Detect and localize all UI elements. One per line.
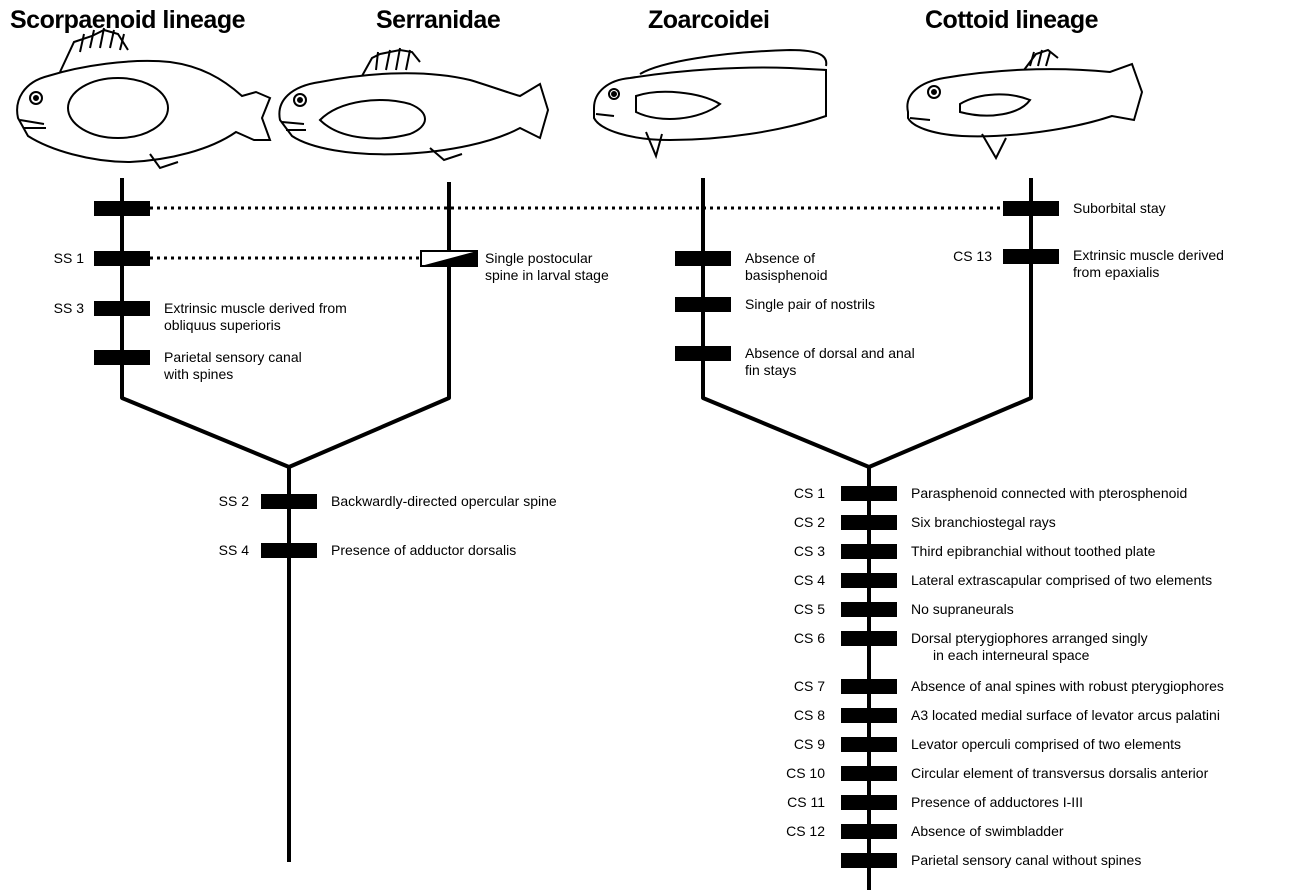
header-cottoid: Cottoid lineage [925,6,1099,34]
fish-cottoid-illustration [906,48,1144,161]
branch-cottoid [868,178,1033,469]
label-zoar-finstays: Absence of dorsal and anal fin stays [745,345,915,379]
character-bars [94,201,1059,868]
label-cs7: Absence of anal spines with robust ptery… [911,678,1224,694]
code-cs4: CS 4 [793,572,825,588]
bar-cs9 [841,737,897,752]
code-ss4: SS 4 [218,542,249,558]
bar-scorp-parietal [94,350,150,365]
bar-cs13 [1003,249,1059,264]
header-zoarcoidei: Zoarcoidei [648,6,770,34]
label-cs1: Parasphenoid connected with pterosphenoi… [911,485,1188,501]
label-zoar-finstays-line2: fin stays [745,362,797,378]
code-cs12: CS 12 [786,823,825,839]
label-cs6-line2: in each interneural space [933,647,1090,663]
label-cs5: No supraneurals [911,601,1014,617]
bar-cs-parietal [841,853,897,868]
bar-ss2 [261,494,317,509]
bar-cs12 [841,824,897,839]
bar-ss4 [261,543,317,558]
label-ss3-line1: Extrinsic muscle derived from [164,300,347,316]
label-cs13: Extrinsic muscle derived from epaxialis [1073,247,1224,281]
label-serranidae-line2: spine in larval stage [485,267,609,283]
bar-cs11 [841,795,897,810]
label-cs11: Presence of adductores I-III [911,794,1083,810]
bar-scorp-suborbital [94,201,150,216]
fish-zoarcoidei-illustration [593,48,828,160]
label-zoar-basisphenoid-line2: basisphenoid [745,267,828,283]
label-cs6: Dorsal pterygiophores arranged singly in… [911,630,1148,664]
header-serranidae: Serranidae [376,6,501,34]
code-cs8: CS 8 [793,707,825,723]
label-zoar-nostrils-line1: Single pair of nostrils [745,296,875,312]
bar-cs6 [841,631,897,646]
label-cs9: Levator operculi comprised of two elemen… [911,736,1182,752]
label-cs13-line1: Extrinsic muscle derived [1073,247,1224,263]
label-ss2: Backwardly-directed opercular spine [331,493,557,509]
label-zoar-basisphenoid: Absence of basisphenoid [745,250,828,284]
header-scorpaenoid: Scorpaenoid lineage [10,6,246,34]
code-cs7: CS 7 [793,678,825,694]
code-cs6: CS 6 [793,630,825,646]
fish-scorpaenoid-illustration [16,27,272,170]
bar-cs4 [841,573,897,588]
code-ss2: SS 2 [218,493,249,509]
code-cs1: CS 1 [793,485,825,501]
label-scorp-parietal-line1: Parietal sensory canal [164,349,302,365]
label-ss4: Presence of adductor dorsalis [331,542,517,558]
tree-lines [120,178,1033,890]
label-suborbital-stay: Suborbital stay [1073,200,1166,216]
code-cs9: CS 9 [793,736,825,752]
label-cs10: Circular element of transversus dorsalis… [911,765,1209,781]
bar-cs8 [841,708,897,723]
code-ss1: SS 1 [53,250,84,266]
bar-zoar-basisphenoid [675,251,731,266]
label-cs6-line1: Dorsal pterygiophores arranged singly [911,630,1148,646]
code-cs10: CS 10 [786,765,825,781]
label-serranidae-line1: Single postocular [485,250,593,266]
bar-cs10 [841,766,897,781]
label-scorp-parietal-line2: with spines [164,366,234,382]
bar-cs5 [841,602,897,617]
dotted-lines [150,206,1003,260]
label-zoar-basisphenoid-line1: Absence of [745,250,816,266]
bar-cs3 [841,544,897,559]
code-cs2: CS 2 [793,514,825,530]
code-cs11: CS 11 [787,794,825,810]
code-ss3: SS 3 [53,300,84,316]
bar-cottoid-suborbital [1003,201,1059,216]
label-cs4: Lateral extrascapular comprised of two e… [911,572,1213,588]
label-zoar-nostrils: Single pair of nostrils [745,296,875,313]
label-cs3: Third epibranchial without toothed plate [911,543,1156,559]
label-zoar-finstays-line1: Absence of dorsal and anal [745,345,915,361]
bar-cs7 [841,679,897,694]
code-cs13: CS 13 [953,248,992,264]
bar-cs1 [841,486,897,501]
label-ss3-line2: obliquus superioris [164,317,281,333]
bar-zoar-nostrils [675,297,731,312]
bar-cs2 [841,515,897,530]
label-cs12: Absence of swimbladder [911,823,1064,839]
bar-zoar-finstays [675,346,731,361]
bar-ss3 [94,301,150,316]
branch-zoarcoidei [701,178,870,469]
code-cs3: CS 3 [793,543,825,559]
code-cs5: CS 5 [793,601,825,617]
label-cs2: Six branchiostegal rays [911,514,1056,530]
label-scorp-parietal: Parietal sensory canal with spines [164,349,302,383]
label-serranidae-postocular: Single postocular spine in larval stage [485,250,609,284]
label-ss3: Extrinsic muscle derived from obliquus s… [164,300,347,334]
bar-serranidae-postocular [420,250,478,267]
fish-serranidae-illustration [278,47,550,162]
label-cs13-line2: from epaxialis [1073,264,1160,280]
bar-ss1 [94,251,150,266]
label-cs-parietal: Parietal sensory canal without spines [911,852,1142,868]
label-cs8: A3 located medial surface of levator arc… [911,707,1220,723]
